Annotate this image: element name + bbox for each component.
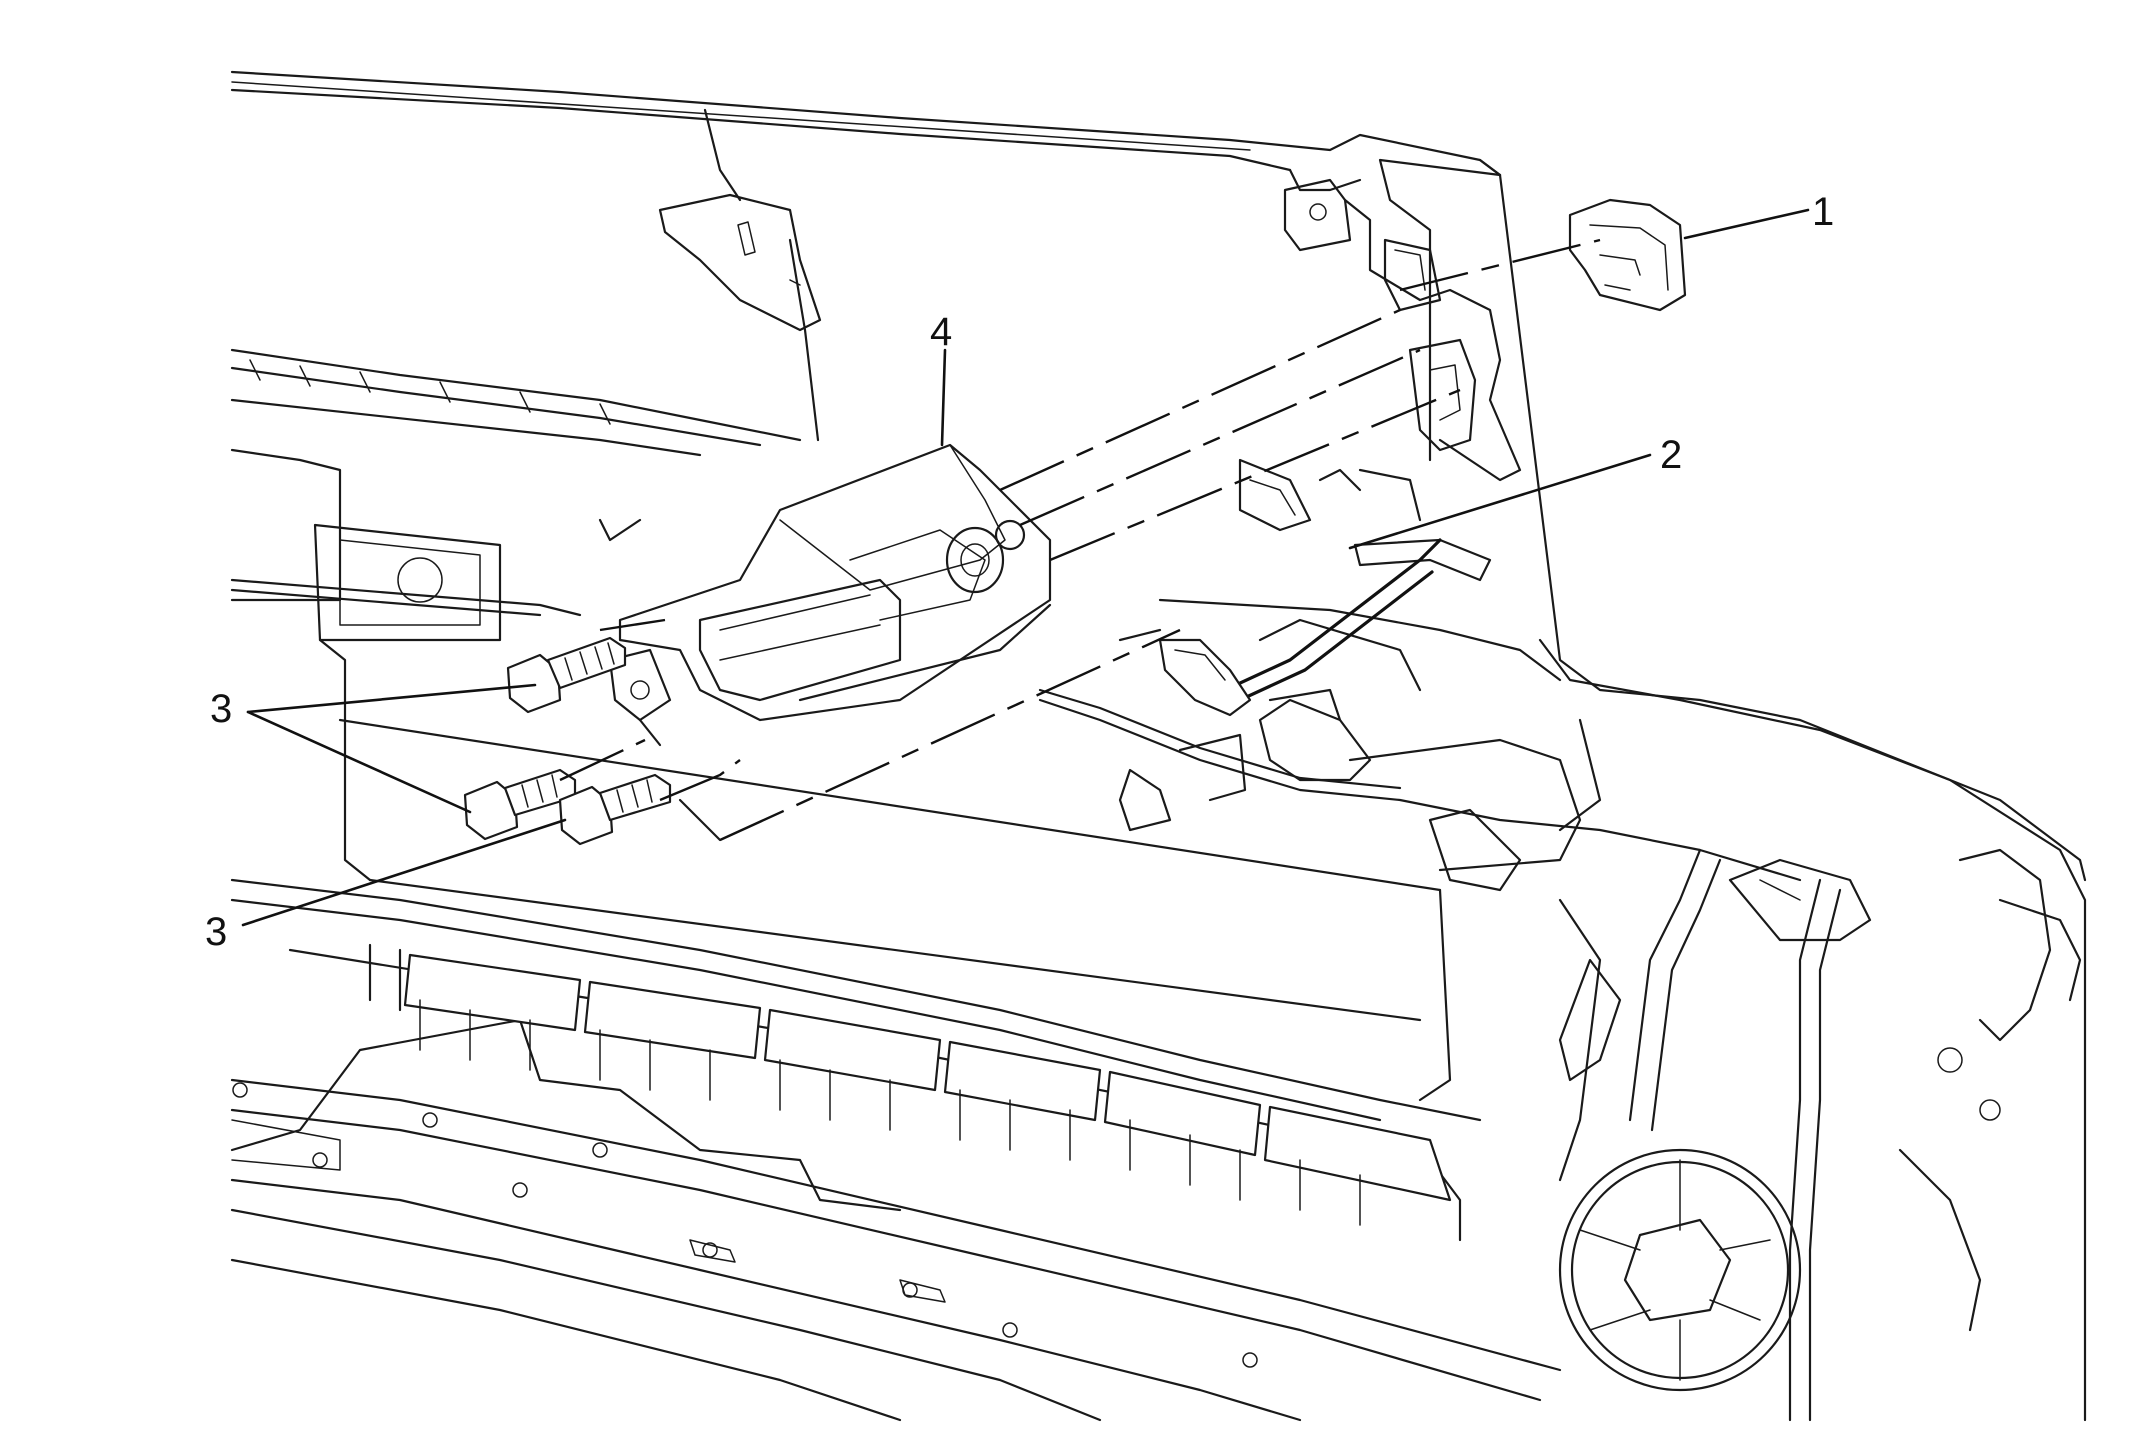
left-side-support <box>318 638 1452 1102</box>
callout-3-lower-label: 3 <box>205 910 227 954</box>
upper-body-panel <box>230 70 2087 1422</box>
leader-lines <box>241 208 1810 927</box>
hood-bracket <box>658 108 822 442</box>
right-frame-bracket <box>1283 178 1522 482</box>
bumper-fascia <box>230 878 1562 1422</box>
right-lamp-bracket <box>1558 848 2082 1332</box>
lower-center-bracket <box>1118 598 1602 892</box>
callout-3-upper-label: 3 <box>210 687 232 731</box>
upper-crossmember <box>230 348 802 642</box>
component-3-bolt-top <box>506 636 627 714</box>
wiring-harness <box>1038 688 1872 1422</box>
cooling-fan <box>1558 1148 1802 1392</box>
grille-slats <box>403 953 1452 1226</box>
callout-4-label: 4 <box>930 310 952 354</box>
alignment-lines <box>559 238 1601 842</box>
callout-2-label: 2 <box>1660 433 1682 477</box>
component-4-latch-assembly <box>608 443 1052 747</box>
component-3-bolt-bottom <box>558 773 672 846</box>
component-1-latch-cover <box>1568 198 1687 312</box>
component-2-prop-rod <box>1158 538 1492 717</box>
callout-1-label: 1 <box>1812 190 1834 234</box>
fascia-clips <box>232 1082 1258 1368</box>
latch-area <box>1238 458 1422 532</box>
component-3-bolt-middle <box>463 768 577 841</box>
